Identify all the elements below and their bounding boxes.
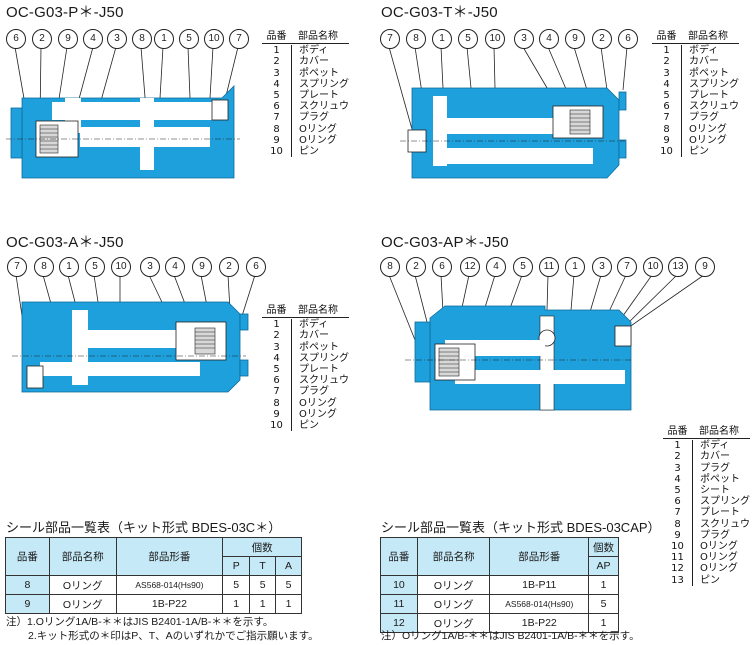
table-row: 9 Oリング 1B-P22 1 1 1 [5,594,302,614]
seal-table-2: 品番 部品名称 部品形番 個数 AP 10 Oリング 1B-P11 1 11 O… [380,537,619,633]
callout: 9 [565,29,585,49]
callout: 7 [380,29,400,49]
callout: 5 [179,29,199,49]
callout: 10 [643,257,663,277]
table-row: 10 Oリング 1B-P11 1 [380,575,619,595]
callout: 3 [592,257,612,277]
seal-table-2-title: シール部品一覧表（キット形式 BDES-03CAP） [381,520,661,535]
callout: 12 [460,257,480,277]
callout: 6 [432,257,452,277]
drawing-p [6,46,240,179]
note-line: 注）Oリング1A/B-＊＊はJIS B2401-1A/B-＊＊を示す。 [381,630,640,642]
seal-table-1-title: シール部品一覧表（キット形式 BDES-03C＊） [6,520,282,535]
col-header: A [275,556,302,576]
callout: 2 [592,29,612,49]
seal-table-1: 品番 部品名称 部品形番 個数 P T A 8 Oリング AS568-014(H… [5,537,302,614]
callout: 3 [140,257,160,277]
callout: 6 [618,29,638,49]
callout: 11 [539,257,559,277]
callout: 7 [617,257,637,277]
section-title-t: OC-G03-T＊-J50 [381,4,498,21]
drawing-ap [388,274,705,411]
callout: 1 [59,257,79,277]
callout: 1 [565,257,585,277]
col-header: 品番 [5,537,50,576]
callout: 8 [34,257,54,277]
callout: 10 [111,257,131,277]
callout: 7 [7,257,27,277]
callout: 10 [485,29,505,49]
section-title-a: OC-G03-A＊-J50 [6,234,124,251]
callout: 8 [406,29,426,49]
callout: 8 [132,29,152,49]
col-header: 個数 [222,537,302,557]
table-row: 8 Oリング AS568-014(Hs90) 5 5 5 [5,575,302,595]
drawing-a [12,274,256,393]
callout: 2 [219,257,239,277]
col-header: 部品名称 [48,537,117,576]
note-line: 注）1.Oリング1A/B-＊＊はJIS B2401-1A/B-＊＊を示す。 [6,616,274,628]
table-row: 11 Oリング AS568-014(Hs90) 5 [380,594,619,614]
drawing-t [388,46,628,179]
callout: 2 [32,29,52,49]
col-header: 個数 [588,537,619,557]
callout: 4 [83,29,103,49]
callout: 10 [204,29,224,49]
callout: 6 [246,257,266,277]
callout: 1 [154,29,174,49]
callout: 6 [6,29,26,49]
col-header: 部品形番 [115,537,224,576]
callout: 3 [107,29,127,49]
callout: 5 [458,29,478,49]
callout: 4 [539,29,559,49]
callout: 9 [58,29,78,49]
callout: 2 [406,257,426,277]
callout: 9 [695,257,715,277]
section-title-p: OC-G03-P＊-J50 [6,4,124,21]
callout: 13 [668,257,688,277]
note-line: 2.キット形式の＊印はP、T、Aのいずれかでご指示願います。 [28,630,319,642]
col-header: T [249,556,277,576]
col-header: 部品形番 [489,537,590,576]
callout: 5 [513,257,533,277]
table-row: 12 Oリング 1B-P22 1 [380,613,619,633]
section-title-ap: OC-G03-AP＊-J50 [381,234,509,251]
callout: 1 [432,29,452,49]
callout: 9 [192,257,212,277]
callout: 7 [229,29,249,49]
callout: 3 [514,29,534,49]
callout: 8 [380,257,400,277]
callout: 4 [165,257,185,277]
col-header: P [222,556,251,576]
col-header: AP [588,556,619,576]
col-header: 部品名称 [416,537,491,576]
col-header: 品番 [380,537,418,576]
callout: 4 [486,257,506,277]
callout: 5 [85,257,105,277]
